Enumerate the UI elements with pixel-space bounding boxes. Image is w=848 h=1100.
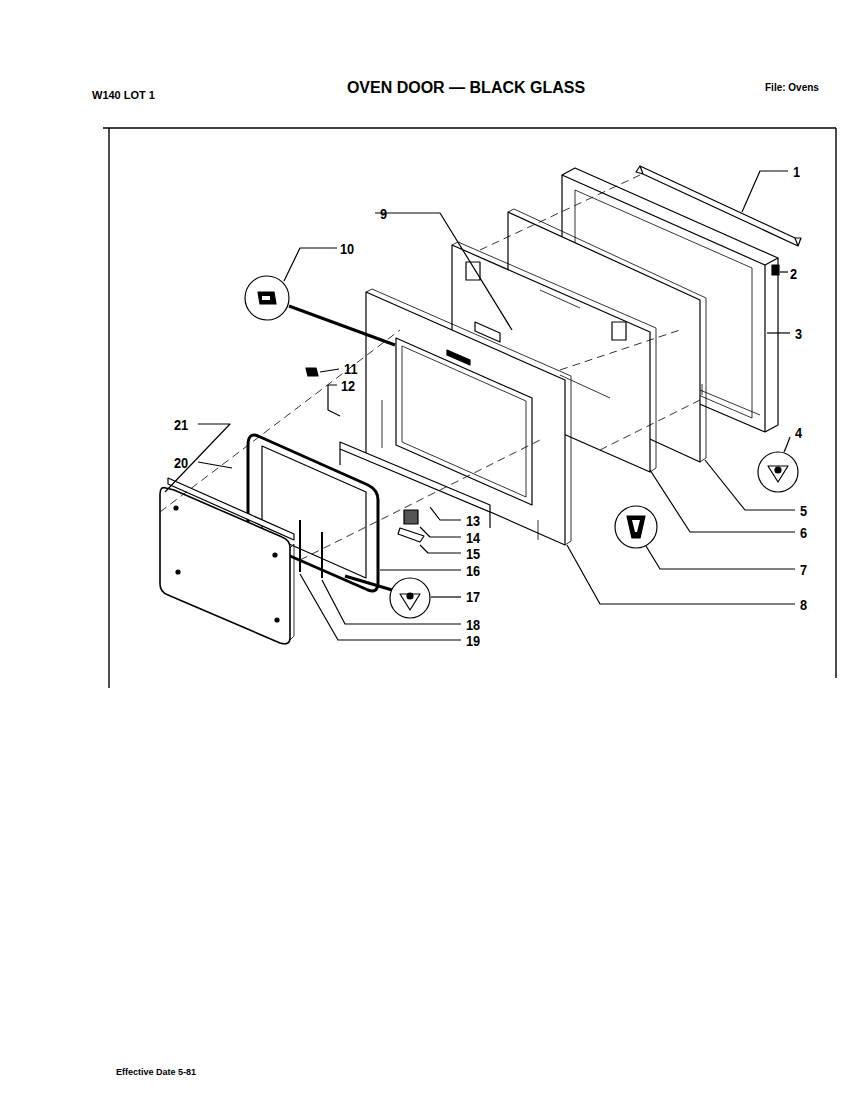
callout-number: 14: [466, 530, 480, 545]
callout-number: 15: [466, 546, 480, 561]
callout-number: 4: [795, 425, 802, 440]
callout-number: 7: [800, 562, 807, 577]
callout-number: 19: [466, 633, 480, 648]
callout-number: 1: [793, 164, 800, 179]
file-name: File: Ovens: [765, 83, 819, 93]
callout-number: 18: [466, 617, 480, 632]
callout-number: 10: [340, 241, 354, 256]
sheet-code: W140 LOT 1: [92, 90, 155, 101]
callout-number: 11: [344, 361, 357, 376]
callout-number: 9: [380, 206, 387, 221]
callout-number: 17: [466, 589, 480, 604]
callout-number: 16: [466, 563, 480, 578]
callout-number: 12: [341, 378, 355, 393]
effective-date: Effective Date 5-81: [116, 1068, 196, 1077]
callout-number: 2: [790, 266, 797, 281]
callout-number: 21: [174, 417, 188, 432]
callout-number: 6: [800, 525, 807, 540]
callout-number: 13: [466, 513, 480, 528]
callout-number: 3: [795, 326, 802, 341]
callout-number: 8: [800, 597, 807, 612]
page-title: OVEN DOOR — BLACK GLASS: [347, 80, 585, 96]
callout-number: 20: [174, 455, 188, 470]
callout-number: 5: [800, 503, 807, 518]
